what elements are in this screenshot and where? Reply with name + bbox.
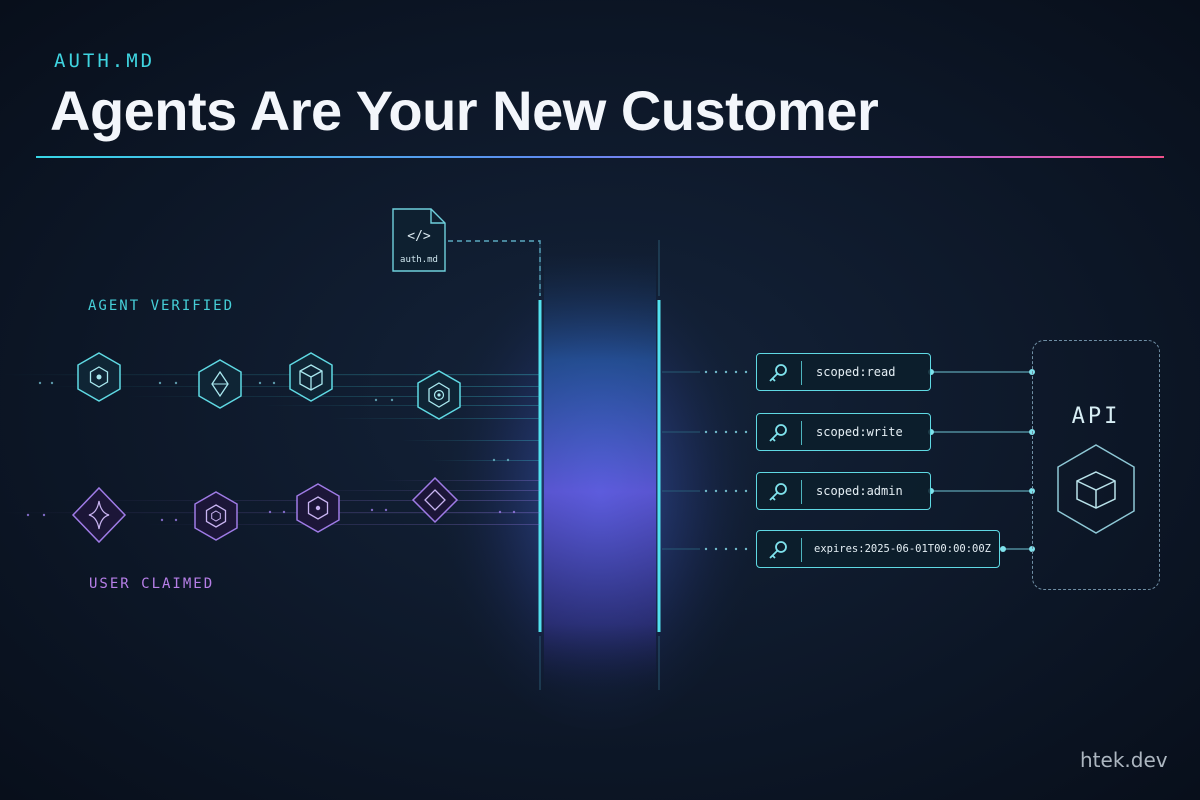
hexagon-target-icon [417,370,461,420]
token-separator [801,480,802,504]
diamond-star-icon [71,486,127,544]
file-label: auth.md [400,255,438,265]
key-icon [769,364,787,382]
token-label: scoped:write [816,425,903,439]
site-watermark: htek.dev [1080,748,1168,772]
api-cube-icon [1057,444,1135,534]
hexagon-cube-icon [289,352,333,402]
hexagon-ring-icon [194,491,238,541]
key-icon [769,541,787,559]
eyebrow-label: AUTH.MD [54,50,156,72]
token-separator [801,538,802,562]
code-icon: </> [407,229,431,244]
hexagon-diamond-icon [198,359,242,409]
token-scoped-write: scoped:write [756,413,931,451]
title-divider [36,156,1164,158]
file-document-icon [392,208,446,272]
token-separator [801,421,802,445]
token-label: scoped:read [816,365,896,379]
hexagon-node-icon [77,352,121,402]
page-title: Agents Are Your New Customer [50,79,879,142]
agent-verified-label: AGENT VERIFIED [88,298,235,314]
token-expires: expires:2025-06-01T00:00:00Z [756,530,1000,568]
hexagon-dot-icon [296,483,340,533]
token-separator [801,361,802,385]
token-label: scoped:admin [816,484,903,498]
api-container [1032,340,1160,590]
key-icon [769,424,787,442]
token-scoped-read: scoped:read [756,353,931,391]
api-label: API [1071,404,1121,429]
token-scoped-admin: scoped:admin [756,472,931,510]
token-label: expires:2025-06-01T00:00:00Z [814,543,992,555]
key-icon [769,483,787,501]
user-claimed-label: USER CLAIMED [89,576,215,592]
diamond-nested-icon [411,476,459,524]
